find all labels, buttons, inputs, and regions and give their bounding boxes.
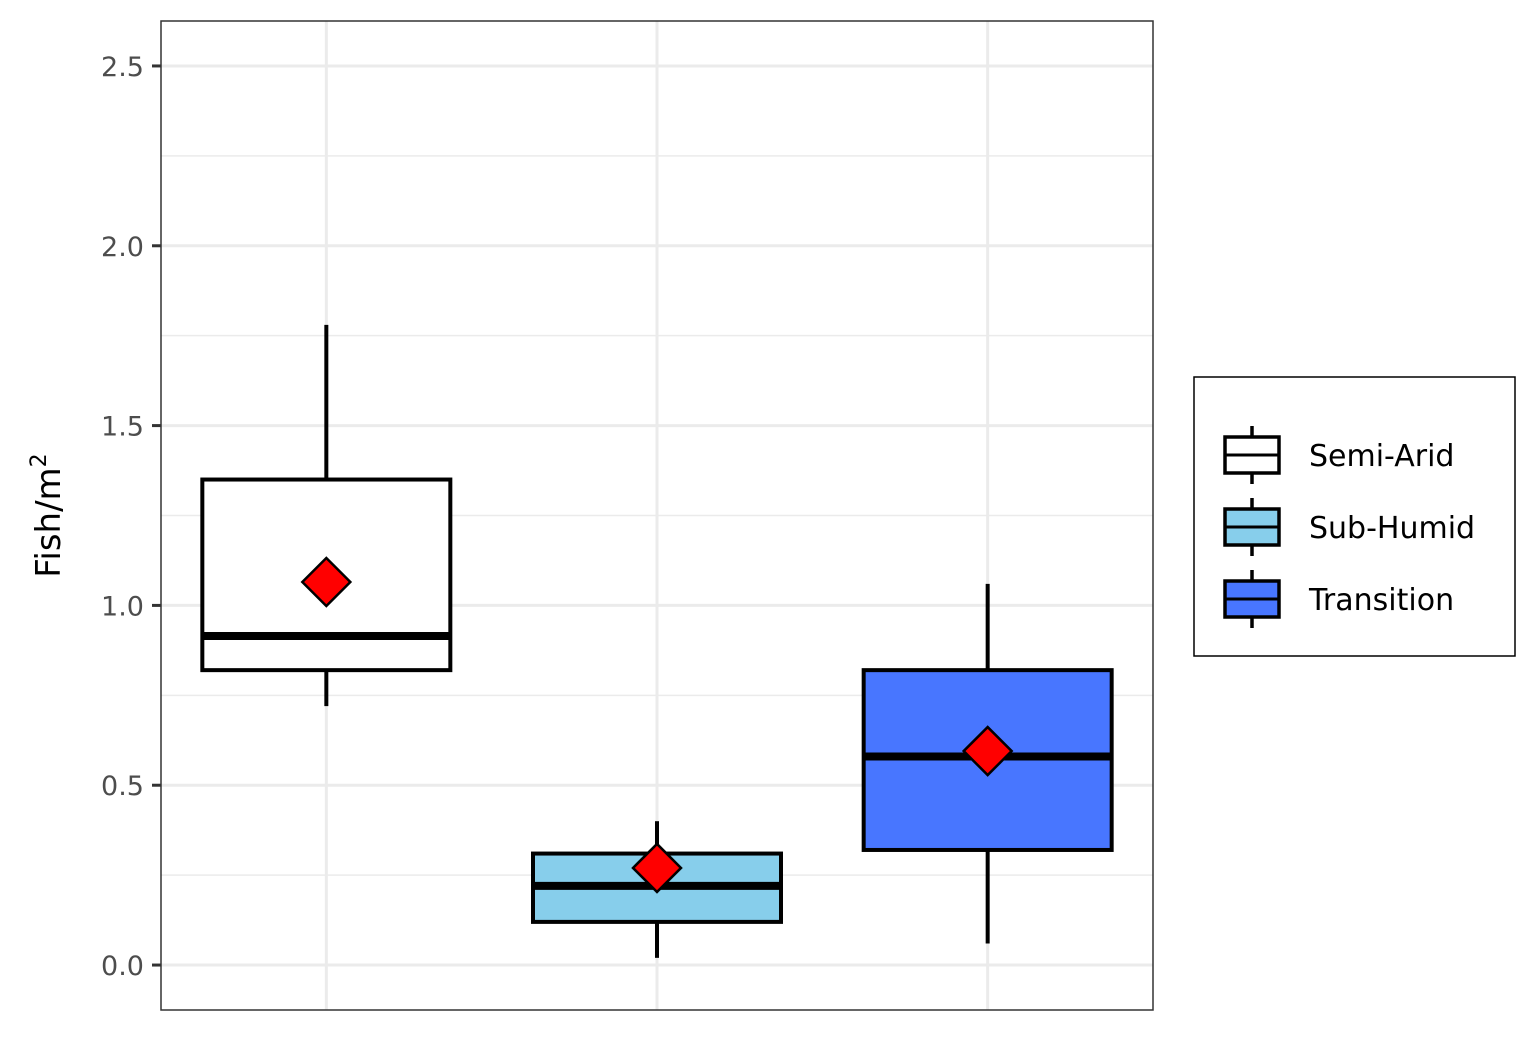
legend-key-transition [1223,570,1281,628]
mean-marker [961,725,1014,777]
plot-panel-border [160,20,1154,1011]
legend-label-sub-humid: Sub-Humid [1309,511,1475,546]
y-tick-label: 2.0 [101,232,144,263]
legend-key-semi-arid [1223,426,1281,484]
legend-key-sub-humid [1223,498,1281,556]
y-axis-title-text: Fish/m [29,467,69,577]
box-series [200,324,1114,958]
box-transition [861,583,1114,944]
y-axis-title: Fish/m2 [27,453,69,577]
legend-label-semi-arid: Semi-Arid [1309,439,1454,474]
y-tick-label: 1.0 [101,591,144,622]
mean-marker [300,556,353,608]
y-axis-title-superscript: 2 [27,453,52,467]
y-tick-label: 1.5 [101,412,144,443]
y-axis: 0.0 0.5 1.0 1.5 2.0 2.5 [101,52,161,982]
y-tick-label: 2.5 [101,52,144,83]
y-tick-label: 0.0 [101,951,144,982]
legend-label-transition: Transition [1308,583,1454,618]
box-sub-humid [531,821,783,958]
y-tick-label: 0.5 [101,771,144,802]
mean-marker [631,842,683,894]
box-semi-arid [200,324,453,707]
